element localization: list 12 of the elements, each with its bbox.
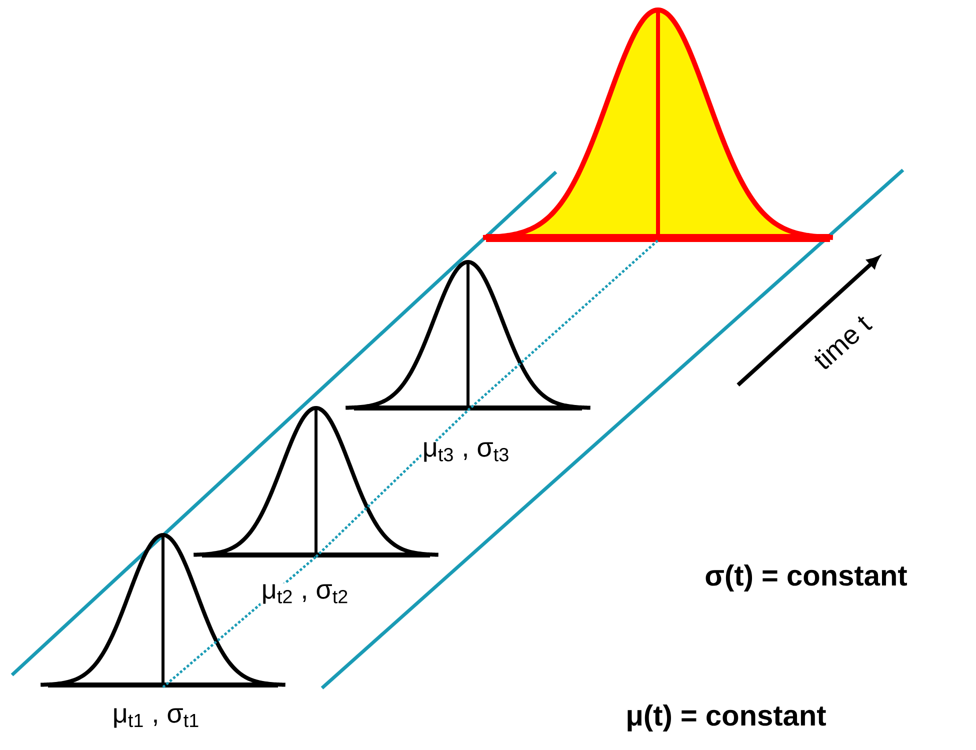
parameter-label: μ$_{t2}$ , σ$_{t2}$ [260, 583, 350, 605]
bell-curve-drawing [194, 406, 438, 558]
trend-line [315, 409, 469, 558]
bell-curve-drawing [346, 260, 590, 410]
bell-curve-drawing [482, 8, 834, 242]
trend-line [162, 556, 317, 688]
equation-label: μ(t) = constant [628, 704, 826, 732]
equation-label: σ(t) = constant [706, 564, 907, 592]
parameter-label: μ$_{t3}$ , σ$_{t3}$ [421, 441, 511, 463]
parameter-label: μ$_{t1}$ , σ$_{t1}$ [111, 707, 201, 729]
axis-label: time t [814, 316, 873, 369]
trend-line [467, 239, 659, 412]
